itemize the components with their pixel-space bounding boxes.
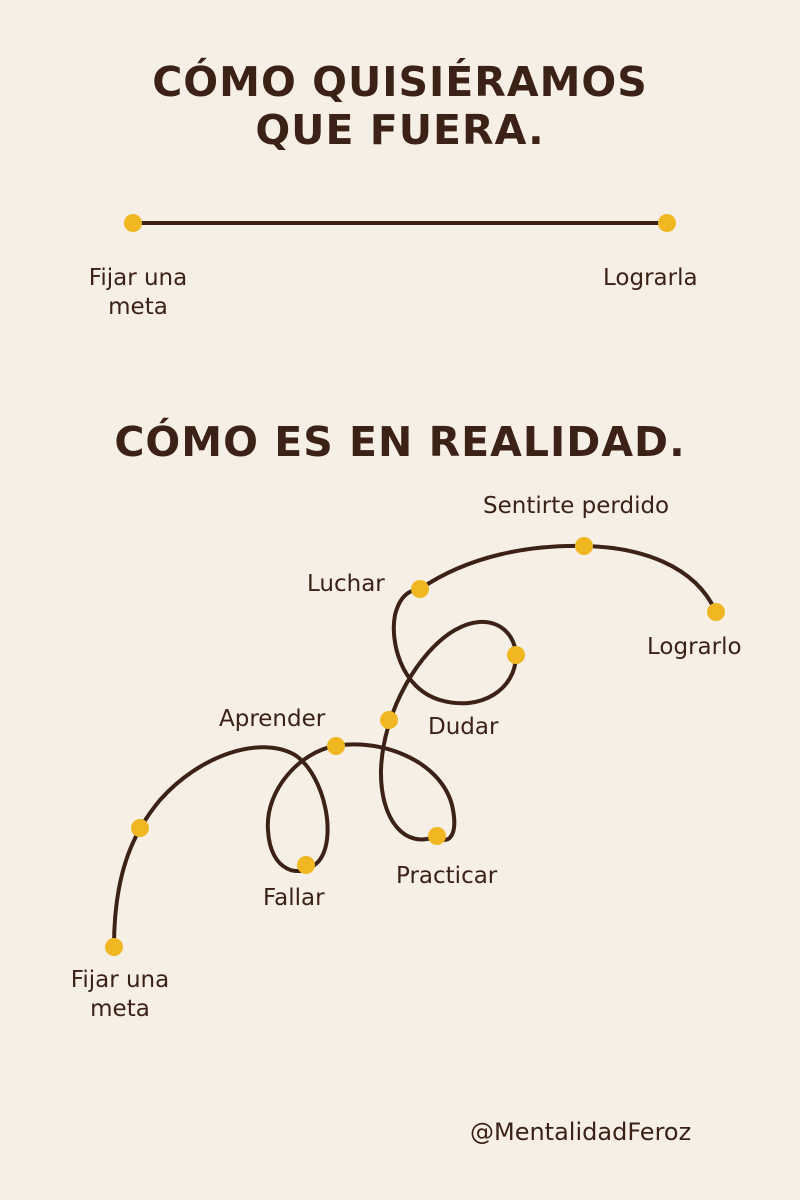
ideal-start-dot (124, 214, 142, 232)
ideal-end-dot (658, 214, 676, 232)
reality-dot-lograrlo (707, 603, 725, 621)
reality-dot-fallar (297, 856, 315, 874)
reality-dot-curve (131, 819, 149, 837)
reality-dot-start (105, 938, 123, 956)
label-fallar: Fallar (263, 885, 325, 911)
reality-start-label-line1: Fijar una (70, 967, 170, 993)
ideal-title: CÓMO QUISIÉRAMOS QUE FUERA. (0, 58, 800, 155)
ideal-start-label: Fijar una meta (58, 264, 218, 322)
label-practicar: Practicar (396, 863, 498, 889)
ideal-start-label-line1: Fijar una (88, 265, 188, 291)
reality-dot-dudar (507, 646, 525, 664)
ideal-end-label: Lograrla (603, 265, 698, 291)
ideal-title-line2: QUE FUERA. (255, 106, 545, 155)
label-dudar: Dudar (428, 714, 499, 740)
reality-dot-sentirte-perdido (575, 537, 593, 555)
label-sentirte-perdido: Sentirte perdido (483, 493, 670, 519)
label-aprender: Aprender (219, 706, 326, 732)
reality-start-label-line2: meta (90, 995, 150, 1022)
reality-start-label: Fijar una meta (40, 966, 200, 1024)
label-luchar: Luchar (307, 571, 385, 597)
reality-dot-cross (380, 711, 398, 729)
reality-dot-aprender (327, 737, 345, 755)
reality-dot-luchar (411, 580, 429, 598)
reality-title: CÓMO ES EN REALIDAD. (114, 418, 686, 466)
label-lograrlo: Lograrlo (647, 634, 742, 660)
ideal-start-label-line2: meta (108, 293, 168, 320)
author-handle: @MentalidadFeroz (470, 1118, 692, 1146)
reality-dot-practicar (428, 827, 446, 845)
ideal-title-line1: CÓMO QUISIÉRAMOS (152, 58, 648, 106)
